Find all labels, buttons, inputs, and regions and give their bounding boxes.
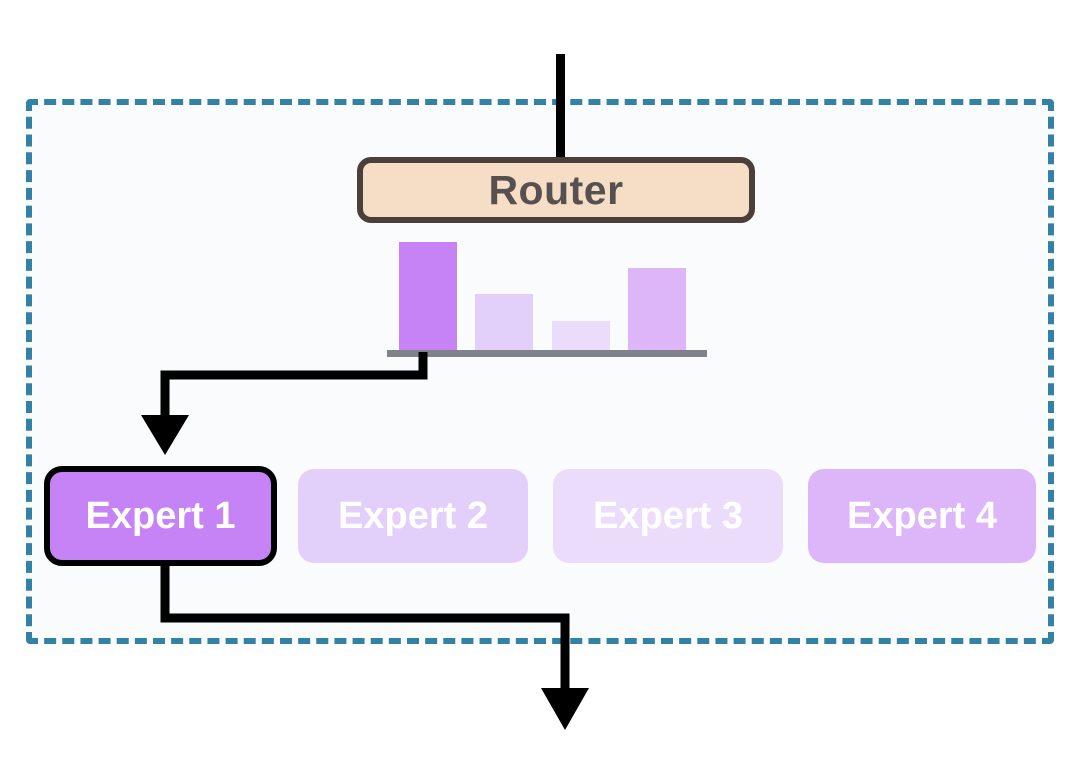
expert-box-3[interactable]: Expert 3 (553, 469, 783, 563)
router-box[interactable]: Router (357, 157, 755, 223)
gate-bar-3 (552, 321, 610, 353)
router-label: Router (488, 166, 624, 213)
output-wire-arrowhead (541, 688, 589, 730)
expert-label-1: Expert 1 (85, 495, 236, 537)
gate-distribution-chart (387, 236, 707, 357)
gate-bar-4 (628, 268, 686, 353)
expert-label-3: Expert 3 (593, 495, 743, 537)
gate-bar-2 (475, 294, 533, 353)
expert-label-2: Expert 2 (338, 495, 488, 537)
gate-chart-baseline (387, 350, 707, 357)
expert-box-2[interactable]: Expert 2 (298, 469, 528, 563)
expert-box-4[interactable]: Expert 4 (808, 469, 1036, 563)
expert-box-1[interactable]: Expert 1 (44, 466, 277, 566)
input-wire (556, 54, 565, 160)
expert-label-4: Expert 4 (847, 495, 997, 537)
gate-bar-1 (399, 242, 457, 353)
